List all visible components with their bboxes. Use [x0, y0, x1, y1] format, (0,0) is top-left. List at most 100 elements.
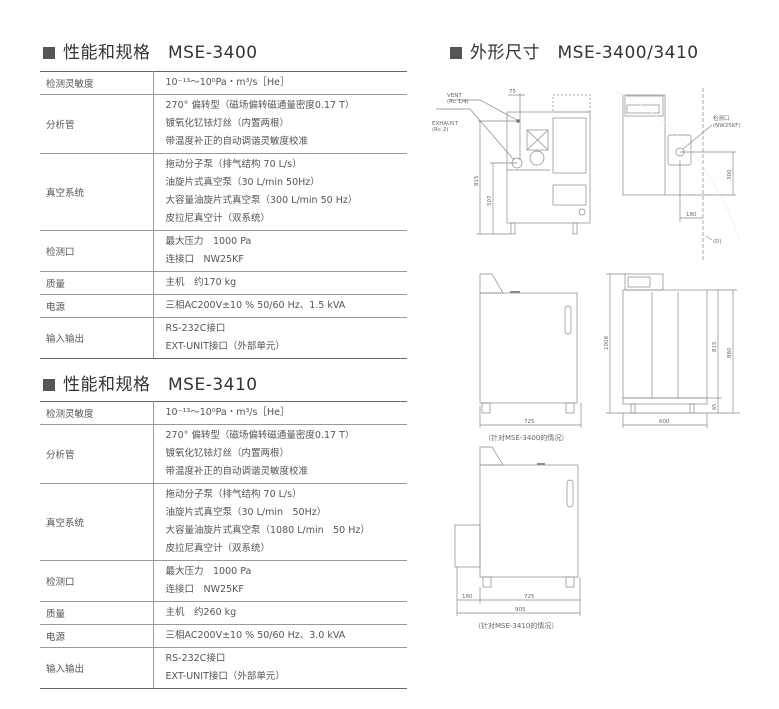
spec-label: 检测灵敏度 — [40, 71, 154, 95]
spec-label: 检测灵敏度 — [40, 401, 154, 425]
dim-725-3410: 725 — [524, 594, 535, 600]
vent-spec: (Rc 1/4) — [447, 99, 469, 105]
spec-value-line: 三相AC200V±10 % 50/60 Hz、1.5 kVA — [165, 300, 346, 311]
dim-815-front: 815 — [712, 341, 718, 352]
spec-value-line: 大容量油旋片式真空泵（1080 L/min 50 Hz） — [165, 525, 370, 536]
spec-label: 分析管 — [40, 94, 154, 154]
spec-value: 最大压力 1000 Pa 连接口 NW25KF — [153, 230, 407, 272]
dim-600: 600 — [659, 419, 670, 425]
heading-spec-3410: 性能和规格 MSE-3410 — [43, 370, 258, 395]
spec-row: 分析管 270° 偏转型（磁场偏转磁通量密度0.17 T） 镀氧化钇铱灯丝（内置两根… — [40, 94, 407, 154]
spec-value-line: 带温度补正的自动调谐灵敏度校准 — [165, 136, 309, 147]
heading-text: 外形尺寸 MSE-3400/3410 — [470, 43, 699, 63]
spec-value-line: EXT-UNIT接口（外部单元） — [165, 341, 285, 352]
spec-value: 三相AC200V±10 % 50/60 Hz、1.5 kVA — [153, 294, 407, 318]
dim-180-3410: 180 — [462, 594, 473, 600]
spec-value: 10⁻¹³～10⁰Pa・m³/s［He］ — [153, 71, 407, 95]
square-bullet-icon — [450, 47, 462, 59]
spec-value-line: 皮拉尼真空计（双系统） — [165, 543, 271, 554]
spec-label: 真空系统 — [40, 153, 154, 231]
spec-value-line: 大容量油旋片式真空泵（300 L/min 50 Hz） — [165, 195, 358, 206]
spec-row: 真空系统拖动分子泵（排气结构 70 L/s） 油旋片式真空泵（30 L/min 5… — [40, 153, 407, 231]
spec-value-line: 油旋片式真空泵（30 L/min 50Hz） — [165, 507, 327, 518]
spec-value: 270° 偏转型（磁场偏转磁通量密度0.17 T） 镀氧化钇铱灯丝（内置两根） 带温… — [153, 94, 407, 154]
port-spec: (NW25KF) — [713, 123, 741, 129]
drawing-front-view: 1008 815 880 65 600 — [604, 273, 740, 428]
spec-value-line: 连接口 NW25KF — [165, 584, 244, 595]
spec-value: 10⁻¹³～10⁰Pa・m³/s［He］ — [153, 401, 407, 425]
dim-180: 180 — [686, 212, 697, 218]
spec-value: 拖动分子泵（排气结构 70 L/s） 油旋片式真空泵（30 L/min 50Hz）… — [153, 153, 407, 231]
spec-value-line: 带温度补正的自动调谐灵敏度校准 — [165, 466, 309, 477]
spec-value-line: 主机 约170 kg — [165, 277, 237, 288]
spec-label: 分析管 — [40, 424, 154, 484]
spec-value-line: 镀氧化钇铱灯丝（内置两根） — [165, 448, 290, 459]
dim-725: 725 — [524, 419, 535, 425]
spec-row: 质量主机 约170 kg — [40, 271, 407, 295]
drawing-mse3400-side: 725 （针对MSE-3400的情况） — [479, 273, 582, 442]
spec-label: 输入输出 — [40, 647, 154, 689]
spec-value: 270° 偏转型（磁场偏转磁通量密度0.17 T） 镀氧化钇铱灯丝（内置两根） 带温… — [153, 424, 407, 484]
spec-row: 电源三相AC200V±10 % 50/60 Hz、3.0 kVA — [40, 624, 407, 648]
spec-value-line: 镀氧化钇铱灯丝（内置两根） — [165, 118, 290, 129]
dim-880: 880 — [727, 347, 733, 358]
spec-label: 质量 — [40, 271, 154, 295]
dim-300: 300 — [727, 169, 733, 180]
spec-value: 最大压力 1000 Pa 连接口 NW25KF — [153, 560, 407, 602]
drawing-side-port-view: 检测口 (NW25KF) 300 180 (D) — [616, 88, 741, 260]
caption-mse3400: （针对MSE-3400的情况） — [484, 433, 568, 442]
dim-905: 905 — [515, 607, 526, 613]
spec-value-line: 拖动分子泵（排气结构 70 L/s） — [165, 489, 302, 500]
spec-value-line: 拖动分子泵（排气结构 70 L/s） — [165, 159, 302, 170]
spec-value-line: RS-232C接口 — [165, 323, 226, 334]
dim-507: 507 — [487, 195, 493, 206]
spec-value-line: 主机 约260 kg — [165, 607, 237, 618]
spec-value-line: 10⁻¹³～10⁰Pa・m³/s［He］ — [165, 407, 290, 418]
exhaust-spec: (Rc 2) — [432, 127, 448, 133]
dim-65: 65 — [712, 404, 718, 410]
spec-value: 拖动分子泵（排气结构 70 L/s） 油旋片式真空泵（30 L/min 50Hz）… — [153, 483, 407, 561]
spec-label: 质量 — [40, 601, 154, 625]
exhaust-label: EXHAUST — [432, 121, 459, 127]
drawing-rear-view: VENT (Rc 1/4) EXHAUST (Rc 2) 75 815 507 — [432, 89, 591, 235]
spec-row: 真空系统拖动分子泵（排气结构 70 L/s） 油旋片式真空泵（30 L/min 5… — [40, 483, 407, 561]
spec-value: 主机 约260 kg — [153, 601, 407, 625]
spec-value: 主机 约170 kg — [153, 271, 407, 295]
spec-row: 分析管 270° 偏转型（磁场偏转磁通量密度0.17 T） 镀氧化钇铱灯丝（内置两根… — [40, 424, 407, 484]
spec-label: 检测口 — [40, 230, 154, 272]
heading-text: 性能和规格 MSE-3400 — [63, 43, 258, 63]
caption-mse3410: （针对MSE-3410的情况） — [474, 621, 558, 630]
spec-value-line: 油旋片式真空泵（30 L/min 50Hz） — [165, 177, 320, 188]
vent-label: VENT — [447, 93, 462, 99]
fan-icon — [526, 129, 549, 151]
spec-value-line: 连接口 NW25KF — [165, 254, 244, 265]
dim-1008: 1008 — [604, 336, 610, 350]
dim-75: 75 — [509, 89, 516, 95]
spec-value-line: 皮拉尼真空计（双系统） — [165, 213, 271, 224]
spec-value-line: 三相AC200V±10 % 50/60 Hz、3.0 kVA — [165, 630, 346, 641]
heading-text: 性能和规格 MSE-3410 — [63, 375, 258, 395]
heading-spec-3400: 性能和规格 MSE-3400 — [43, 38, 258, 63]
heading-dimensions: 外形尺寸 MSE-3400/3410 — [450, 38, 699, 63]
drawing-mse3410-side: 180 725 905 （针对MSE-3410的情况） — [454, 446, 581, 630]
square-bullet-icon — [43, 47, 55, 59]
spec-label: 电源 — [40, 624, 154, 648]
spec-value: RS-232C接口 EXT-UNIT接口（外部单元） — [153, 317, 407, 359]
spec-row: 质量主机 约260 kg — [40, 601, 407, 625]
square-bullet-icon — [43, 379, 55, 391]
dim-815: 815 — [474, 175, 480, 186]
spec-label: 电源 — [40, 294, 154, 318]
spec-value-line: 270° 偏转型（磁场偏转磁通量密度0.17 T） — [165, 430, 355, 441]
spec-value-line: 最大压力 1000 Pa — [165, 236, 252, 247]
spec-value-line: 最大压力 1000 Pa — [165, 566, 252, 577]
spec-label: 输入输出 — [40, 317, 154, 359]
spec-label: 真空系统 — [40, 483, 154, 561]
spec-row: 检测口最大压力 1000 Pa 连接口 NW25KF — [40, 230, 407, 272]
spec-value-line: 270° 偏转型（磁场偏转磁通量密度0.17 T） — [165, 100, 355, 111]
